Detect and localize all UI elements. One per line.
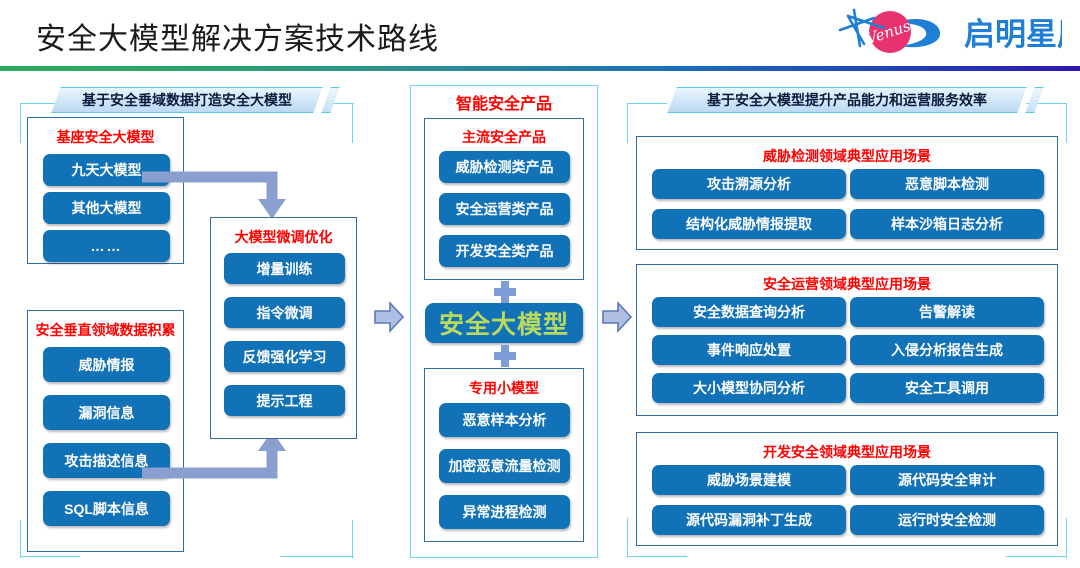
frame-segment <box>627 518 629 558</box>
panel-threat-detection: 威胁检测领域典型应用场景 攻击溯源分析 恶意脚本检测 结构化威胁情报提取 样本沙… <box>636 136 1058 250</box>
pill-button[interactable]: 安全数据查询分析 <box>652 297 846 327</box>
panel-dev-security: 开发安全领域典型应用场景 威胁场景建模 源代码安全审计 源代码漏洞补丁生成 运行… <box>636 432 1058 546</box>
company-logo: Venus 启明星辰 <box>834 6 1062 60</box>
panel-title: 开发安全领域典型应用场景 <box>763 444 931 460</box>
arrow-left-to-center <box>374 300 405 334</box>
pill-button[interactable]: 开发安全类产品 <box>439 235 570 267</box>
pill-button[interactable]: 运行时安全检测 <box>850 505 1044 535</box>
brand-wordmark: 启明星辰 <box>964 17 1062 52</box>
pill-button[interactable]: SQL脚本信息 <box>43 491 170 526</box>
banner-left: 基于安全垂域数据打造安全大模型 <box>51 87 323 113</box>
plus-icon-1 <box>494 281 516 303</box>
pill-button[interactable]: 威胁检测类产品 <box>439 151 570 183</box>
frame-segment <box>1026 103 1067 105</box>
frame-segment <box>330 103 354 105</box>
frame-segment <box>20 520 22 558</box>
arrowhead-icon <box>258 199 286 219</box>
frame-segment <box>627 103 667 105</box>
swoosh-icon <box>892 18 941 48</box>
frame-segment <box>280 556 354 558</box>
page-title: 安全大模型解决方案技术路线 <box>36 23 439 56</box>
pill-button[interactable]: 加密恶意流量检测 <box>439 449 570 483</box>
pill-button[interactable]: 恶意样本分析 <box>439 403 570 437</box>
arrow-right-icon <box>374 300 405 334</box>
frame-segment <box>20 103 22 143</box>
pill-button[interactable]: 源代码漏洞补丁生成 <box>652 505 846 535</box>
frame-segment <box>1006 556 1067 558</box>
pill-button[interactable]: 事件响应处置 <box>652 335 846 365</box>
pill-button[interactable]: 入侵分析报告生成 <box>850 335 1044 365</box>
panel-security-operations: 安全运营领域典型应用场景 安全数据查询分析 告警解读 事件响应处置 入侵分析报告… <box>636 264 1058 416</box>
banner-tick <box>1025 87 1044 113</box>
frame-segment <box>352 103 354 143</box>
arrow-right-icon <box>602 300 633 334</box>
banner-center: 智能安全产品 <box>455 96 552 113</box>
frame-segment <box>352 520 354 558</box>
panel-title: 大模型微调优化 <box>234 229 333 245</box>
panel-title: 专用小模型 <box>469 380 539 396</box>
frame-segment <box>627 556 687 558</box>
panel-small-models: 专用小模型 恶意样本分析 加密恶意流量检测 异常进程检测 <box>424 368 584 542</box>
frame-segment <box>1066 518 1068 558</box>
pill-button[interactable]: 源代码安全审计 <box>850 465 1044 495</box>
pill-button[interactable]: 威胁场景建模 <box>652 465 846 495</box>
connector-line <box>142 449 278 479</box>
connector-top-elbow <box>142 171 286 219</box>
panel-domain-data: 安全垂直领域数据积累 威胁情报 漏洞信息 攻击描述信息 SQL脚本信息 <box>27 310 184 552</box>
panel-title: 安全运营领域典型应用场景 <box>763 276 931 292</box>
star-icon <box>838 8 886 48</box>
frame-segment <box>20 556 80 558</box>
pill-button[interactable]: 指令微调 <box>224 297 345 328</box>
header-divider <box>0 66 1080 71</box>
pill-button[interactable]: 其他大模型 <box>43 192 170 224</box>
pill-button[interactable]: …… <box>43 230 170 262</box>
venus-circle-icon <box>869 11 911 53</box>
pill-button[interactable]: 安全工具调用 <box>850 373 1044 403</box>
panel-title: 威胁检测领域典型应用场景 <box>763 148 931 164</box>
frame-segment <box>1066 103 1068 143</box>
frame-segment <box>20 103 56 105</box>
pill-button[interactable]: 异常进程检测 <box>439 495 570 529</box>
panel-mainstream-products: 主流安全产品 威胁检测类产品 安全运营类产品 开发安全类产品 <box>424 118 584 280</box>
pill-button[interactable]: 漏洞信息 <box>43 395 170 430</box>
pill-button[interactable]: 威胁情报 <box>43 347 170 382</box>
pill-button[interactable]: 大小模型协同分析 <box>652 373 846 403</box>
pill-button[interactable]: 提示工程 <box>224 385 345 416</box>
frame-center <box>410 85 598 558</box>
pill-button[interactable]: 增量训练 <box>224 253 345 284</box>
connector-line <box>142 171 278 201</box>
arrow-center-to-right <box>602 300 633 334</box>
connector-bottom-elbow <box>142 431 286 479</box>
pill-button[interactable]: 安全运营类产品 <box>439 193 570 225</box>
arrowhead-icon <box>258 431 286 451</box>
panel-base-model: 基座安全大模型 九天大模型 其他大模型 …… <box>27 117 184 264</box>
page-header: 安全大模型解决方案技术路线 Venus 启明星辰 <box>0 0 1080 71</box>
banner-tick <box>321 87 340 113</box>
pill-button[interactable]: 攻击溯源分析 <box>652 169 846 199</box>
panel-title: 安全垂直领域数据积累 <box>35 322 176 338</box>
pill-button[interactable]: 反馈强化学习 <box>224 341 345 372</box>
pill-button[interactable]: 结构化威胁情报提取 <box>652 209 846 239</box>
banner-right: 基于安全大模型提升产品能力和运营服务效率 <box>667 87 1027 113</box>
pill-button[interactable]: 告警解读 <box>850 297 1044 327</box>
panel-title: 主流安全产品 <box>462 129 546 145</box>
pill-button[interactable]: 样本沙箱日志分析 <box>850 209 1044 239</box>
panel-finetune: 大模型微调优化 增量训练 指令微调 反馈强化学习 提示工程 <box>210 217 357 439</box>
plus-icon-2 <box>494 345 516 367</box>
pill-button[interactable]: 恶意脚本检测 <box>850 169 1044 199</box>
pill-security-large-model[interactable]: 安全大模型 <box>425 303 583 343</box>
frame-segment <box>627 103 629 143</box>
panel-title: 基座安全大模型 <box>56 129 155 145</box>
